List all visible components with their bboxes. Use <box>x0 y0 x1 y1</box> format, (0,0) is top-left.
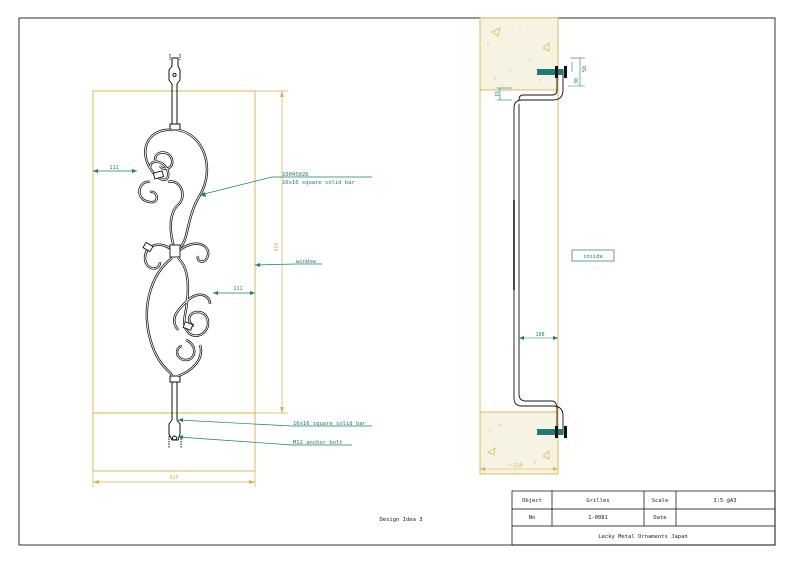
dim-small-c: 15 <box>495 91 501 97</box>
wall-upper <box>479 17 559 91</box>
anchor-bolts <box>537 66 567 438</box>
title-object-value: Grilles <box>586 498 609 504</box>
title-date-label: Date <box>653 515 666 521</box>
design-label: Design Idea 3 <box>379 517 422 523</box>
callout-main-bar-desc: 16x16 square solid bar <box>282 180 356 186</box>
inside-label-box <box>571 249 615 262</box>
dim-outer-width: 625 <box>169 475 178 481</box>
callout-anchor-bolt: M12 anchor bolt <box>293 440 343 446</box>
title-company: Lecky Metal Ornaments Japan <box>598 534 687 540</box>
title-object-label: Object <box>522 498 542 504</box>
callout-leaders <box>177 176 372 446</box>
dim-depth: 100 <box>535 332 544 338</box>
dim-left-offset: 111 <box>109 165 118 171</box>
callout-window: window <box>296 259 317 265</box>
title-no-label: No <box>529 515 536 521</box>
dim-small-b: 30 <box>574 78 580 84</box>
dim-right-offset: 111 <box>233 286 242 292</box>
section-view: 50 30 15 100 210 inside <box>479 17 615 475</box>
elevation-view: 625 850 111 111 <box>92 54 372 487</box>
title-scale-value: 1:5 @A3 <box>713 498 736 504</box>
grille-straight-bars <box>168 54 182 448</box>
dim-height: 850 <box>274 242 280 251</box>
callout-lower-bar: 16x16 square solid bar <box>293 421 367 427</box>
title-no-value: 1-0081 <box>588 515 608 521</box>
title-block <box>511 490 776 546</box>
title-scale-label: Scale <box>652 498 669 504</box>
bar-profile <box>513 69 564 435</box>
dim-wall: 210 <box>513 463 522 469</box>
inside-label: inside <box>583 254 603 260</box>
wall-lower <box>479 411 559 475</box>
callout-main-bar-code: 10045026 <box>282 172 309 178</box>
dim-small-a: 50 <box>582 66 588 72</box>
sheet-border <box>18 17 776 546</box>
lower-wall-zone <box>92 412 256 472</box>
